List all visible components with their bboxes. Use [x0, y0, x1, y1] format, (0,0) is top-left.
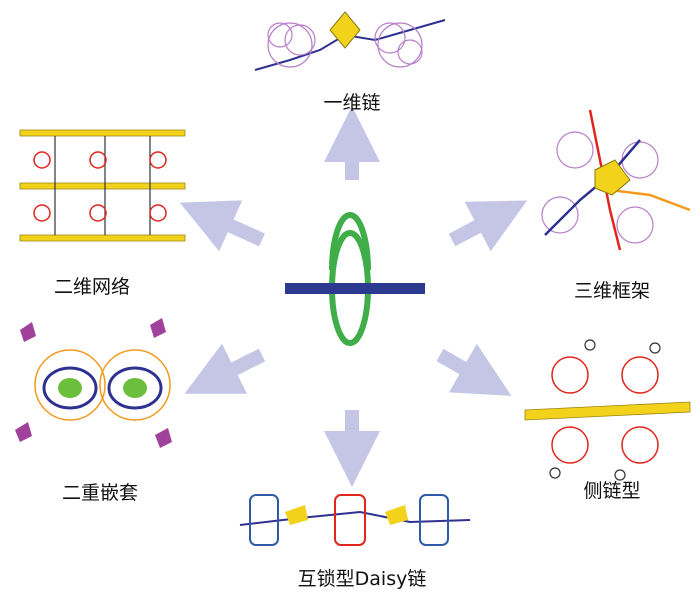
label-two-d-network: 二维网络 [53, 276, 131, 298]
two-d-network-structure-image [19, 129, 186, 242]
label-interlocked-daisy-chain: 互锁型Daisy链 [297, 568, 427, 590]
one-d-chain-structure-image [254, 11, 446, 71]
label-side-chain: 侧链型 [583, 480, 641, 502]
label-three-d-framework: 三维框架 [573, 280, 651, 302]
label-twofold-interpenetration: 二重嵌套 [61, 482, 139, 504]
arrow-up-right [448, 200, 528, 252]
label-one-d-chain: 一维链 [323, 92, 381, 114]
arrow-down-right [436, 343, 512, 396]
rotaxane-icon [285, 212, 425, 346]
arrow-up-left [179, 200, 265, 252]
arrow-down-left [184, 343, 266, 394]
three-d-framework-structure-image [541, 109, 691, 251]
twofold-interpenetration-structure-image [15, 318, 172, 448]
side-chain-structure-image [524, 339, 691, 481]
daisy-chain-structure-image [239, 494, 471, 546]
